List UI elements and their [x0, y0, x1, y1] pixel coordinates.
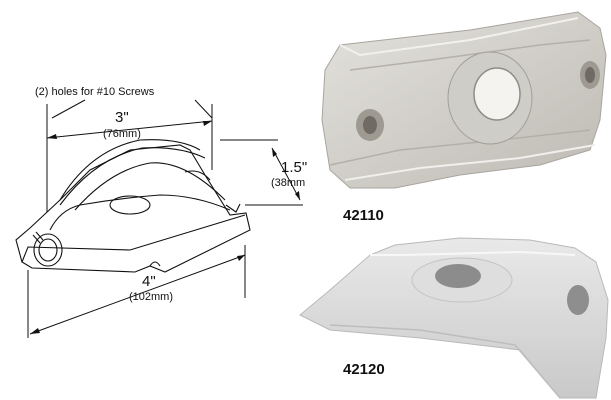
width-dimension-mm: (76mm): [103, 128, 141, 140]
product-photo-42120: [299, 237, 609, 399]
length-dimension-line: [27, 245, 246, 338]
part-number-42110: 42110: [343, 207, 384, 224]
length-dimension-inches: 4": [142, 273, 156, 290]
holes-note: (2) holes for #10 Screws: [35, 86, 155, 98]
product-photo-42110: [321, 11, 607, 189]
length-dimension-mm: (102mm): [129, 291, 173, 303]
height-dimension-line: [220, 139, 303, 206]
part-number-42120: 42120: [343, 361, 385, 378]
technical-drawing: [15, 99, 303, 338]
height-dimension-inches: 1.5": [281, 159, 307, 176]
height-dimension-mm: (38mm: [271, 177, 305, 189]
width-dimension-inches: 3": [115, 109, 129, 126]
holes-leader-lines: [46, 99, 213, 228]
width-dimension-line: [46, 120, 213, 139]
part-outline: [15, 139, 251, 273]
